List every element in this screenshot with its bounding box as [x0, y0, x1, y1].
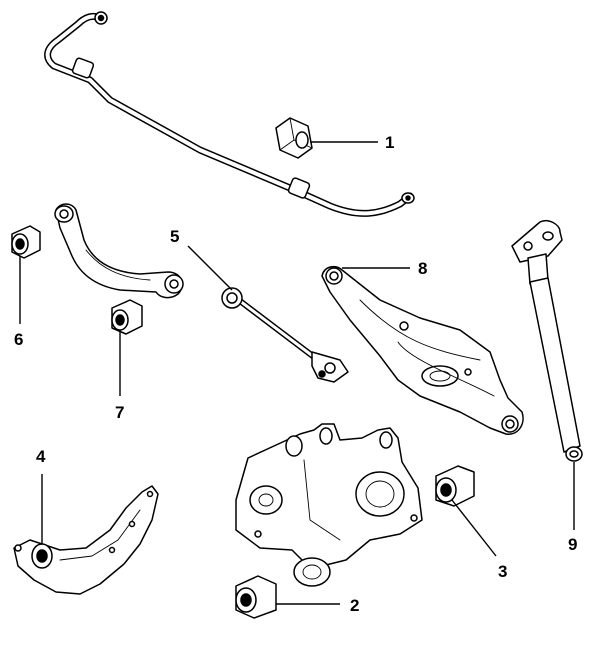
upper-arm-bushing-small [111, 299, 143, 335]
callout-4: 4 [36, 447, 46, 466]
leader-3 [451, 499, 497, 557]
callout-8: 8 [418, 259, 428, 278]
callout-2: 2 [350, 596, 360, 615]
lower-control-arm [321, 265, 524, 435]
callout-7: 7 [115, 403, 125, 422]
callout-1: 1 [385, 133, 395, 152]
rear-knuckle [235, 423, 423, 587]
knuckle-bushing-rear [435, 465, 475, 507]
callout-5: 5 [170, 227, 180, 246]
trailing-arm [13, 485, 159, 595]
upper-control-arm [54, 203, 184, 299]
callout-3: 3 [498, 562, 508, 581]
upper-arm-bushing [11, 225, 41, 259]
shock-absorber [511, 220, 583, 462]
knuckle-bushing-lower [235, 575, 277, 619]
leader-5 [187, 245, 233, 291]
toe-control-link [221, 287, 349, 383]
callout-9: 9 [568, 535, 578, 554]
stabilizer-bar-bushing [275, 117, 313, 159]
callout-6: 6 [14, 330, 24, 349]
stabilizer-bar [44, 11, 415, 217]
